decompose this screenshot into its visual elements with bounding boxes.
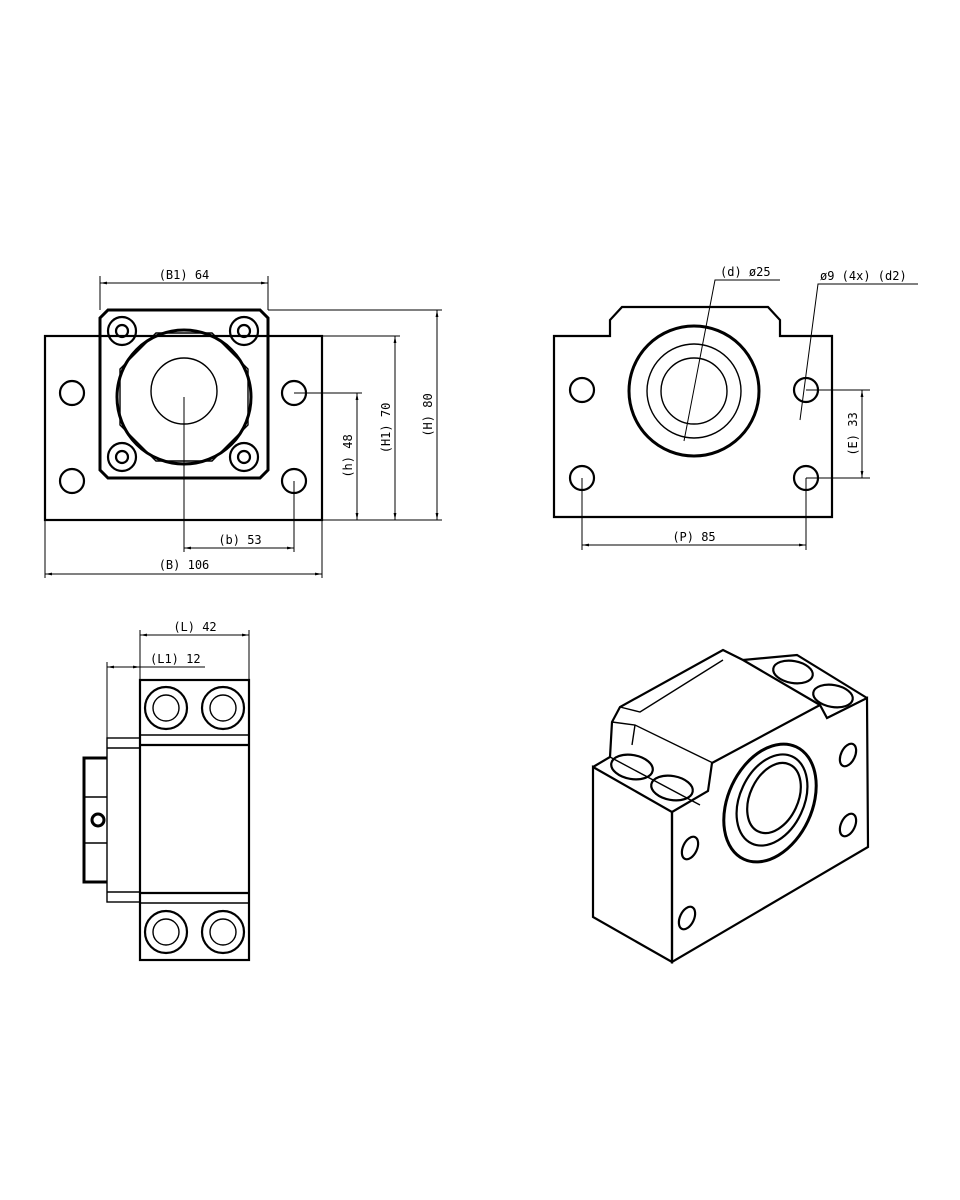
- front-view: (B1) 64 (H) 80 (H1) 70 (h) 48 (b) 53 (B)…: [43, 268, 442, 578]
- iso-mounting-hole: [838, 742, 858, 768]
- d-dimension-label: (d) ø25: [720, 265, 771, 279]
- side-view: (L) 42 (L1) 12: [82, 620, 251, 962]
- h1-dimension-label: (H1) 70: [379, 403, 393, 454]
- iso-top-hole: [650, 774, 694, 802]
- mounting-holes: [568, 376, 820, 492]
- b-dimension-label: (B) 106: [159, 558, 210, 572]
- iso-mounting-hole: [680, 835, 700, 861]
- p-dimension-label: (P) 85: [672, 530, 715, 544]
- h-dimension-label: (H) 80: [421, 393, 435, 436]
- bore-circle: [660, 357, 728, 425]
- bearing-seat-circle: [627, 324, 761, 458]
- side-flange: [106, 737, 141, 903]
- cap-screws: [106, 315, 260, 473]
- iso-top-hole: [812, 683, 854, 709]
- lock-nut-octagon: [119, 332, 249, 462]
- d2-leader-line: [799, 283, 918, 421]
- isometric-view: [591, 648, 870, 964]
- front-housing-outline: [98, 308, 270, 480]
- l1-dimension-label: (L1) 12: [150, 652, 201, 666]
- rear-view: (d) ø25 ø9 (4x) (d2) (E) 33 (P) 85: [552, 265, 918, 550]
- d-leader-line: [683, 279, 780, 442]
- lock-nut-side: [82, 756, 107, 884]
- l-dimension-label: (L) 42: [173, 620, 216, 634]
- small-b-dimension-label: (b) 53: [218, 533, 261, 547]
- iso-right-face: [670, 696, 870, 964]
- small-h-dimension-label: (h) 48: [341, 434, 355, 477]
- iso-mounting-hole: [838, 812, 858, 838]
- iso-top-hole: [772, 659, 814, 685]
- e-dimension-label: (E) 33: [846, 412, 860, 455]
- b1-dimension-label: (B1) 64: [159, 268, 210, 282]
- counterbore-holes: [143, 685, 246, 955]
- iso-bearing-seat: [722, 742, 818, 864]
- set-screw-icon: [90, 812, 106, 828]
- side-body-outline: [138, 678, 251, 962]
- iso-mounting-hole: [677, 905, 697, 931]
- iso-bore: [746, 761, 802, 835]
- rear-outline: [552, 305, 834, 519]
- iso-top-hole: [610, 753, 654, 781]
- d2-dimension-label: ø9 (4x) (d2): [820, 269, 907, 283]
